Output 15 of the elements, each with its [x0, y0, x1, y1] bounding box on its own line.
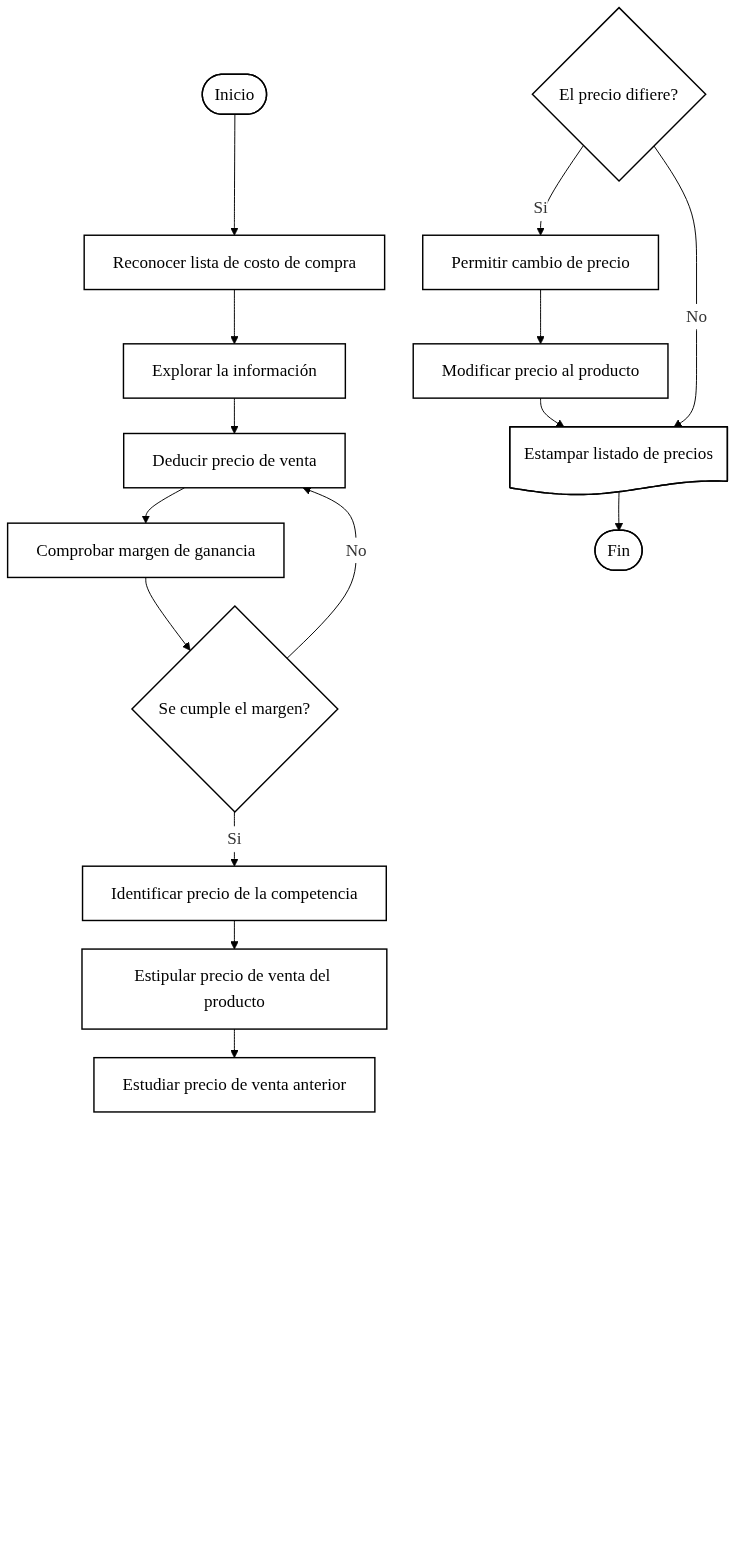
edge-label: Si: [227, 829, 242, 849]
edge-label: No: [345, 540, 367, 560]
node-box: Reconocer lista de costo de compra: [83, 234, 386, 291]
node-box: Permitir cambio de precio: [422, 234, 660, 291]
node-box: Explorar la información: [122, 343, 347, 399]
edge-label: No: [686, 306, 708, 326]
node-box: Modificar precio al producto: [412, 343, 669, 399]
node-box: Deducir precio de venta: [123, 432, 346, 489]
node-diamond: Se cumple el margen?: [130, 605, 339, 813]
node-box: Comprobar margen de ganancia: [6, 522, 285, 579]
node-diamond: El precio difiere?: [531, 6, 707, 182]
node-box: Estudiar precio de venta anterior: [93, 1056, 376, 1113]
node-box: Identificar precio de la competencia: [81, 865, 387, 922]
edge-label: Si: [533, 198, 548, 218]
node-box: Estipular precio de venta del producto: [81, 948, 388, 1030]
